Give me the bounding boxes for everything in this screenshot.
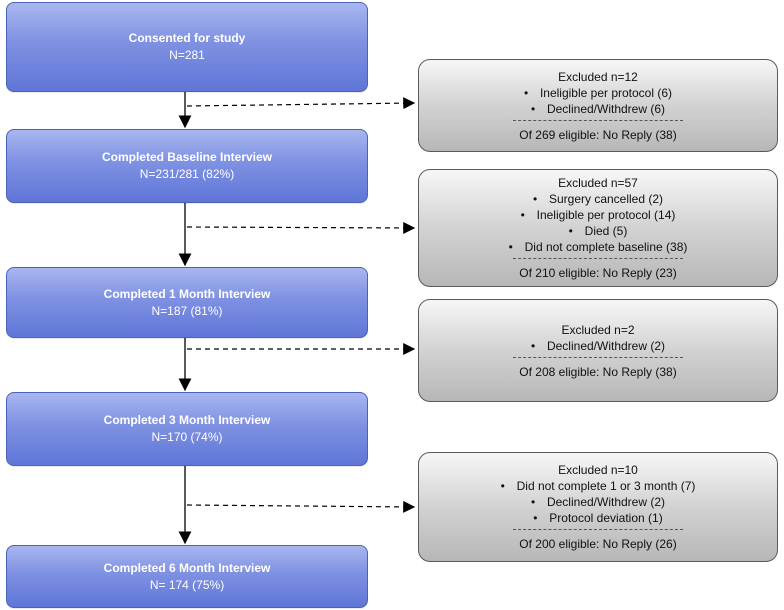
month1-title: Completed 1 Month Interview: [103, 286, 271, 301]
month6-box: Completed 6 Month Interview N= 174 (75%): [6, 545, 368, 608]
dashed-arrow-exclusion-4: [186, 500, 416, 513]
baseline-count: N=231/281 (82%): [139, 167, 235, 181]
exclusion-item: Ineligible per protocol (14): [521, 207, 676, 223]
exclusion-box-2: Excluded n=57 Surgery cancelled (2) Inel…: [418, 169, 778, 287]
month3-count: N=170 (74%): [151, 430, 223, 444]
exclusion-item: Declined/Withdrew (2): [531, 338, 665, 354]
exclusion-item: Died (5): [569, 223, 628, 239]
exclusion-heading: Excluded n=10: [558, 463, 638, 477]
exclusion-footer: Of 200 eligible: No Reply (26): [519, 537, 677, 551]
exclusion-heading: Excluded n=12: [558, 69, 638, 84]
exclusion-box-1: Excluded n=12 Ineligible per protocol (6…: [418, 59, 778, 152]
exclusion-footer: Of 269 eligible: No Reply (38): [519, 127, 677, 142]
exclusion-item: Did not complete baseline (38): [509, 239, 688, 255]
exclusion-item: Did not complete 1 or 3 month (7): [501, 478, 696, 494]
month1-box: Completed 1 Month Interview N=187 (81%): [6, 267, 368, 338]
month6-title: Completed 6 Month Interview: [103, 560, 271, 575]
dashed-divider: [513, 119, 683, 121]
exclusion-item: Declined/Withdrew (2): [531, 494, 665, 510]
consented-box: Consented for study N=281: [6, 2, 368, 92]
consented-title: Consented for study: [128, 31, 246, 45]
dashed-arrow-exclusion-1: [186, 97, 416, 110]
exclusion-box-3: Excluded n=2 Declined/Withdrew (2) Of 20…: [418, 299, 778, 402]
exclusion-item: Declined/Withdrew (6): [531, 101, 665, 117]
dashed-divider: [513, 356, 683, 358]
baseline-title: Completed Baseline Interview: [101, 150, 273, 164]
month6-count: N= 174 (75%): [149, 577, 225, 592]
dashed-divider: [513, 529, 683, 530]
exclusion-heading: Excluded n=2: [561, 322, 635, 337]
consented-count: N=281: [169, 48, 205, 62]
baseline-box: Completed Baseline Interview N=231/281 (…: [6, 129, 368, 203]
exclusion-footer: Of 210 eligible: No Reply (23): [519, 266, 677, 280]
exclusion-footer: Of 208 eligible: No Reply (38): [519, 364, 677, 379]
dashed-arrow-exclusion-2: [186, 221, 416, 234]
exclusion-box-4: Excluded n=10 Did not complete 1 or 3 mo…: [418, 452, 778, 562]
month1-count: N=187 (81%): [151, 303, 223, 318]
dashed-divider: [513, 258, 683, 259]
month3-title: Completed 3 Month Interview: [103, 413, 271, 427]
exclusion-item: Ineligible per protocol (6): [524, 85, 672, 101]
exclusion-heading: Excluded n=57: [558, 176, 638, 190]
exclusion-item: Protocol deviation (1): [533, 510, 662, 526]
exclusion-item: Surgery cancelled (2): [533, 191, 663, 207]
month3-box: Completed 3 Month Interview N=170 (74%): [6, 392, 368, 466]
